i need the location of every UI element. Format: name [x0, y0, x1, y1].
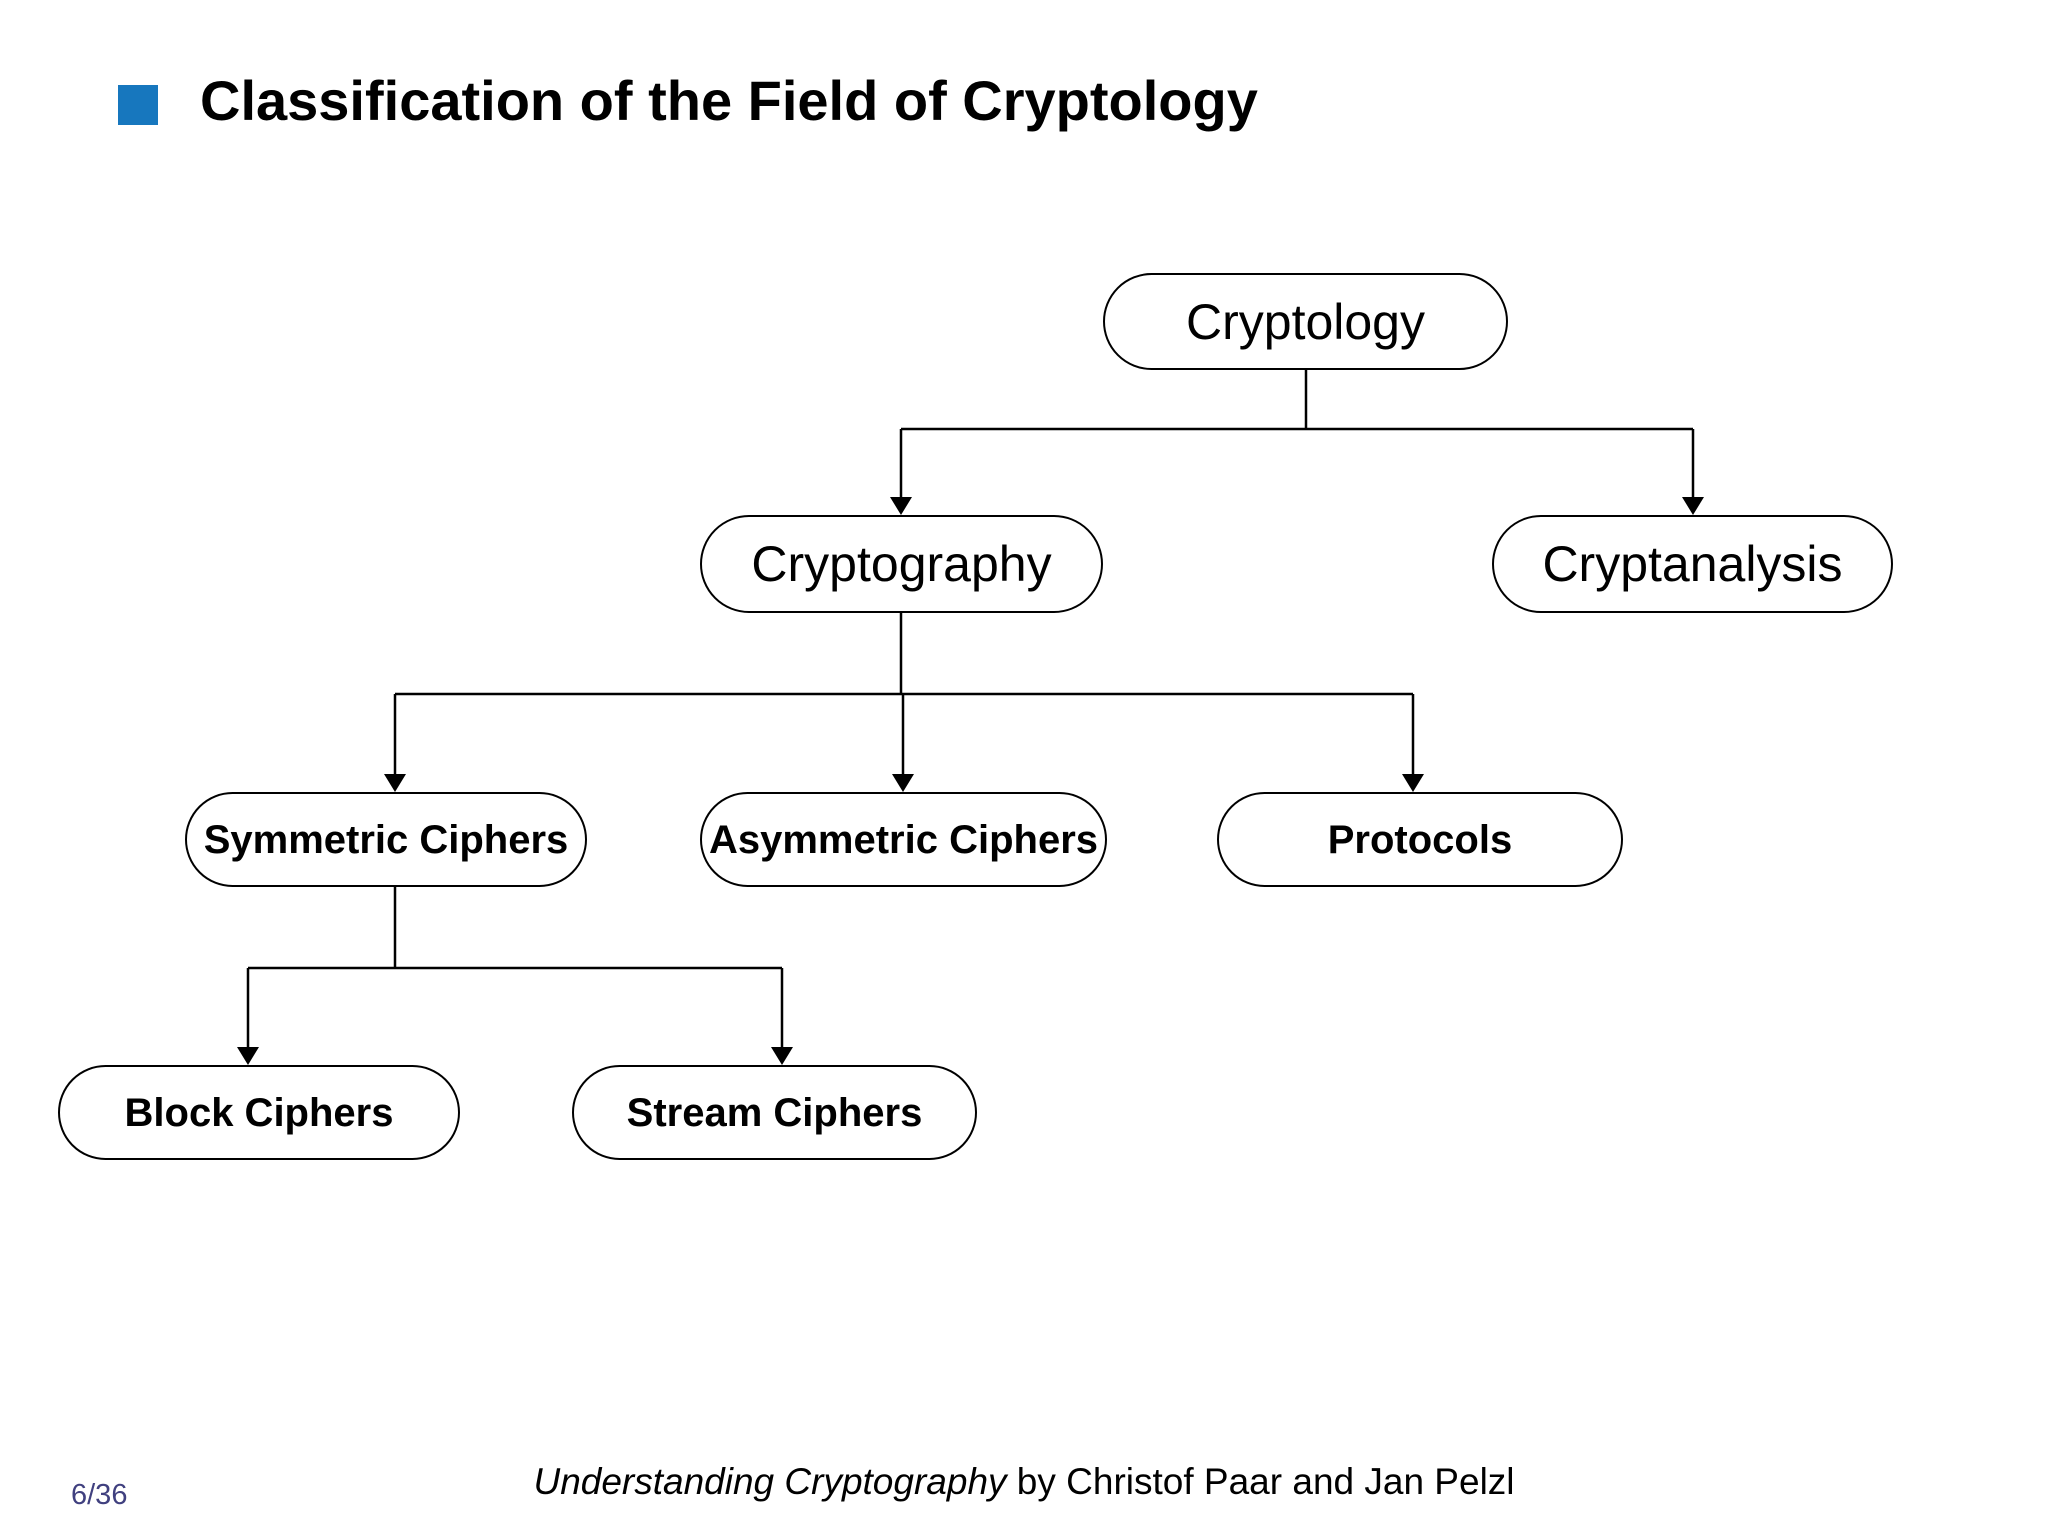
footer-book-title: Understanding Cryptography	[533, 1461, 1007, 1502]
node-protocols: Protocols	[1217, 792, 1623, 887]
node-label: Protocols	[1327, 817, 1513, 862]
arrowhead-down-icon	[384, 774, 406, 792]
footer-credit: Understanding Cryptography by Christof P…	[0, 1463, 2048, 1500]
node-label: Symmetric Ciphers	[203, 817, 569, 862]
page-title: Classification of the Field of Cryptolog…	[200, 69, 1258, 132]
node-stream-ciphers: Stream Ciphers	[572, 1065, 977, 1160]
node-label: Cryptology	[1186, 293, 1425, 350]
page-number: 6/36	[71, 1479, 128, 1511]
arrowhead-down-icon	[237, 1047, 259, 1065]
node-label: Asymmetric Ciphers	[708, 817, 1099, 862]
square-bullet-icon	[118, 85, 158, 125]
arrowhead-down-icon	[890, 497, 912, 515]
node-label: Stream Ciphers	[626, 1090, 923, 1135]
node-symmetric-ciphers: Symmetric Ciphers	[185, 792, 587, 887]
node-cryptanalysis: Cryptanalysis	[1492, 515, 1893, 613]
arrowhead-down-icon	[771, 1047, 793, 1065]
footer-authors: by Christof Paar and Jan Pelzl	[1006, 1461, 1515, 1502]
edge-from-symmetric	[237, 887, 793, 1065]
node-cryptology: Cryptology	[1103, 273, 1508, 370]
node-block-ciphers: Block Ciphers	[58, 1065, 460, 1160]
node-label: Block Ciphers	[124, 1090, 394, 1135]
node-asymmetric-ciphers: Asymmetric Ciphers	[700, 792, 1107, 887]
edge-from-cryptography	[384, 613, 1424, 792]
node-cryptography: Cryptography	[700, 515, 1103, 613]
arrowhead-down-icon	[1402, 774, 1424, 792]
node-label: Cryptanalysis	[1542, 536, 1843, 592]
node-label: Cryptography	[751, 536, 1052, 592]
arrowhead-down-icon	[1682, 497, 1704, 515]
arrowhead-down-icon	[892, 774, 914, 792]
edge-from-cryptology	[890, 370, 1704, 515]
